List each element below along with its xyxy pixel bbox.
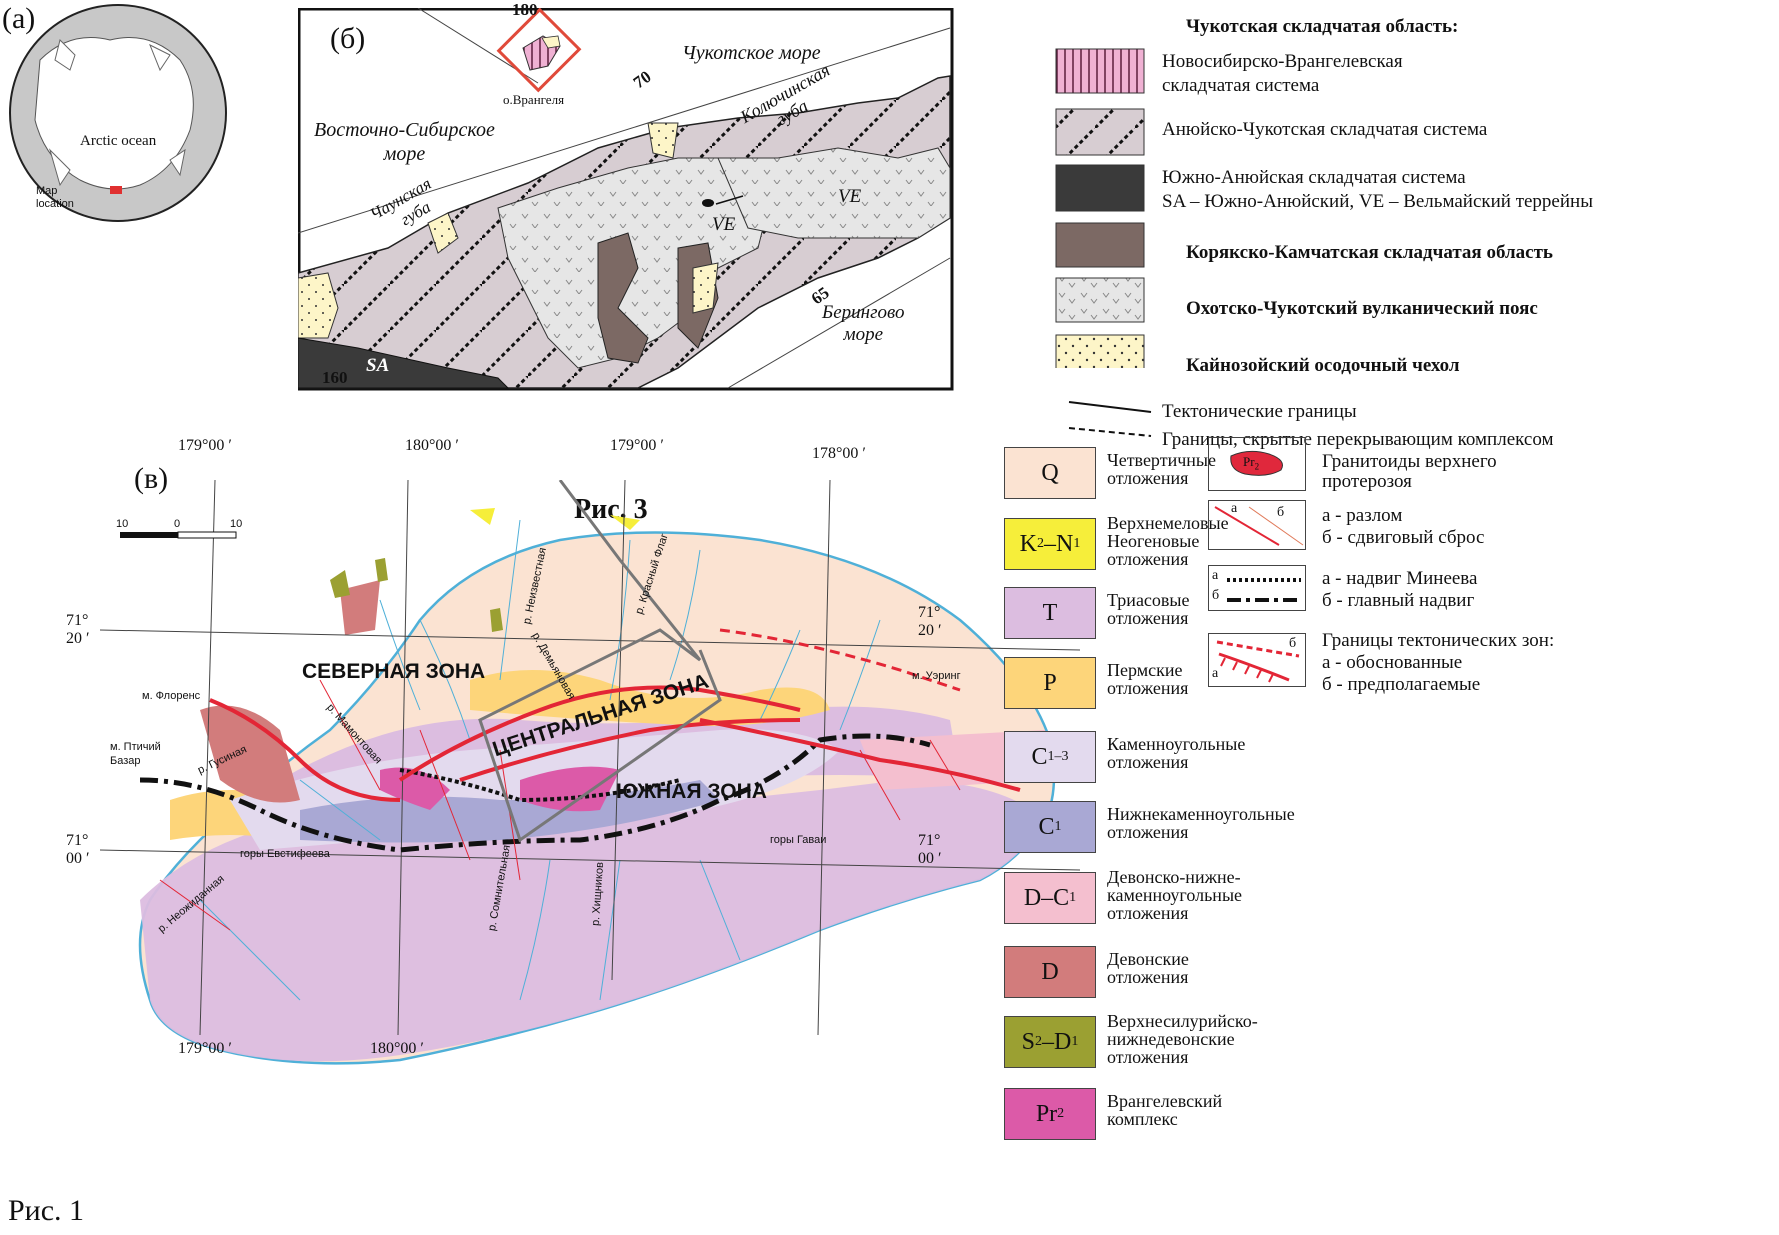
rivers xyxy=(199,519,881,1001)
lon-180-label: 180 xyxy=(512,0,538,19)
legend-b-swatches xyxy=(1055,48,1145,368)
lon-179w-bottom: 179°00 ′ xyxy=(178,1040,232,1057)
cape-uering-label: м. Уэринг xyxy=(912,670,961,682)
sa-terrane-label: SA xyxy=(366,355,390,376)
legend-b-title: Чукотская складчатая область: xyxy=(1186,16,1459,37)
fig3-frame xyxy=(478,480,722,843)
faults xyxy=(159,679,961,931)
lat-7120-left: 71°20 ′ xyxy=(66,612,90,647)
granitoids-swatch: Pr2 xyxy=(1208,437,1306,491)
lat-7120-right: 71°20 ′ xyxy=(918,604,942,639)
koryak-kamchatka-fold-area xyxy=(597,232,649,364)
lon-180-bottom: 180°00 ′ xyxy=(370,1040,424,1057)
permian-strip-north xyxy=(470,670,830,726)
devonian-west xyxy=(200,705,300,803)
faults-swatch: а б xyxy=(1208,500,1306,550)
chukotka-tectonic-map xyxy=(298,8,954,391)
tectonic-zone-boundaries xyxy=(209,685,1021,802)
legend-b-line-symbols xyxy=(1068,401,1152,437)
figure-caption: Рис. 1 xyxy=(8,1194,85,1227)
scale-label-right: 10 xyxy=(230,518,243,530)
zone-north-label: СЕВЕРНАЯ ЗОНА xyxy=(302,660,486,683)
legend-b-hidden-boundaries: Границы, скрытые перекрывающим комплексо… xyxy=(1162,429,1554,450)
cretaceous-neogene xyxy=(470,508,640,530)
legend-swatch-7: D xyxy=(1004,946,1096,998)
legend-swatch-2: T xyxy=(1004,587,1096,639)
evstifeeva-mountains-label: горы Евстифеева xyxy=(240,848,330,860)
zone-south-label: ЮЖНАЯ ЗОНА xyxy=(616,780,767,803)
lon-160-label: 160 xyxy=(322,368,348,387)
ve-terrane-label-2: VE xyxy=(838,186,862,207)
legend-b-item-volcanic: Охотско-Чукотский вулканический пояс xyxy=(1186,298,1538,319)
lon-178-top: 178°00 ′ xyxy=(812,445,866,462)
lat-7100-left: 71°00 ′ xyxy=(66,832,90,867)
scale-label-left: 10 xyxy=(116,518,129,530)
south-anyui-fold-system xyxy=(298,337,510,389)
cenozoic-cover xyxy=(298,122,719,339)
arctic-ocean-label: Arctic ocean xyxy=(80,133,157,149)
thrusts-swatch: а б xyxy=(1208,565,1306,611)
triassic-south xyxy=(140,780,1045,1062)
panel-b-label: (б) xyxy=(330,22,366,55)
legend-b-item-anyui: Анюйско-Чукотская складчатая система xyxy=(1162,119,1488,140)
scale-bar-black xyxy=(120,532,178,538)
scale-label-zero: 0 xyxy=(174,518,181,530)
cape-florence-label: м. Флоренс xyxy=(142,690,201,702)
scale-bar-white xyxy=(177,531,237,539)
wrangel-island-label: о.Врангеля xyxy=(503,92,565,107)
gavai-mountains-label: горы Гаваи xyxy=(770,834,827,846)
zone-boundaries-label: Границы тектонических зон:а - обоснованн… xyxy=(1322,630,1555,695)
arctic-inset-map xyxy=(9,4,227,222)
zone-boundaries-swatch: а б xyxy=(1208,633,1306,687)
ve-terrane-label-1: VE xyxy=(712,214,736,235)
wrangel-geologic-map xyxy=(99,480,1081,1065)
panel-a-label: (а) xyxy=(2,2,36,35)
lon-179w-top: 179°00 ′ xyxy=(178,437,232,454)
legend-b-item-koryak: Корякско-Камчатская складчатая область xyxy=(1186,242,1553,263)
legend-swatch-3: P xyxy=(1004,657,1096,709)
inferred-zone-boundary xyxy=(719,628,961,692)
lat-7100-right: 71°00 ′ xyxy=(918,832,942,867)
map-location-marker xyxy=(110,186,122,194)
legend-swatch-0: Q xyxy=(1004,447,1096,499)
panel-c-label: (в) xyxy=(134,462,169,495)
lon-180-top: 180°00 ′ xyxy=(405,437,459,454)
chukchi-sea-label: Чукотское море xyxy=(682,42,821,64)
devonian-lower-carb-east xyxy=(860,730,1050,790)
legend-b-tectonic-boundaries: Тектонические границы xyxy=(1162,401,1357,422)
lon-179e-top: 179°00 ′ xyxy=(610,437,664,454)
legend-b-item-cenozoic: Кайнозойский осодочный чехол xyxy=(1186,355,1460,376)
wrangel-complex-west xyxy=(380,767,450,810)
